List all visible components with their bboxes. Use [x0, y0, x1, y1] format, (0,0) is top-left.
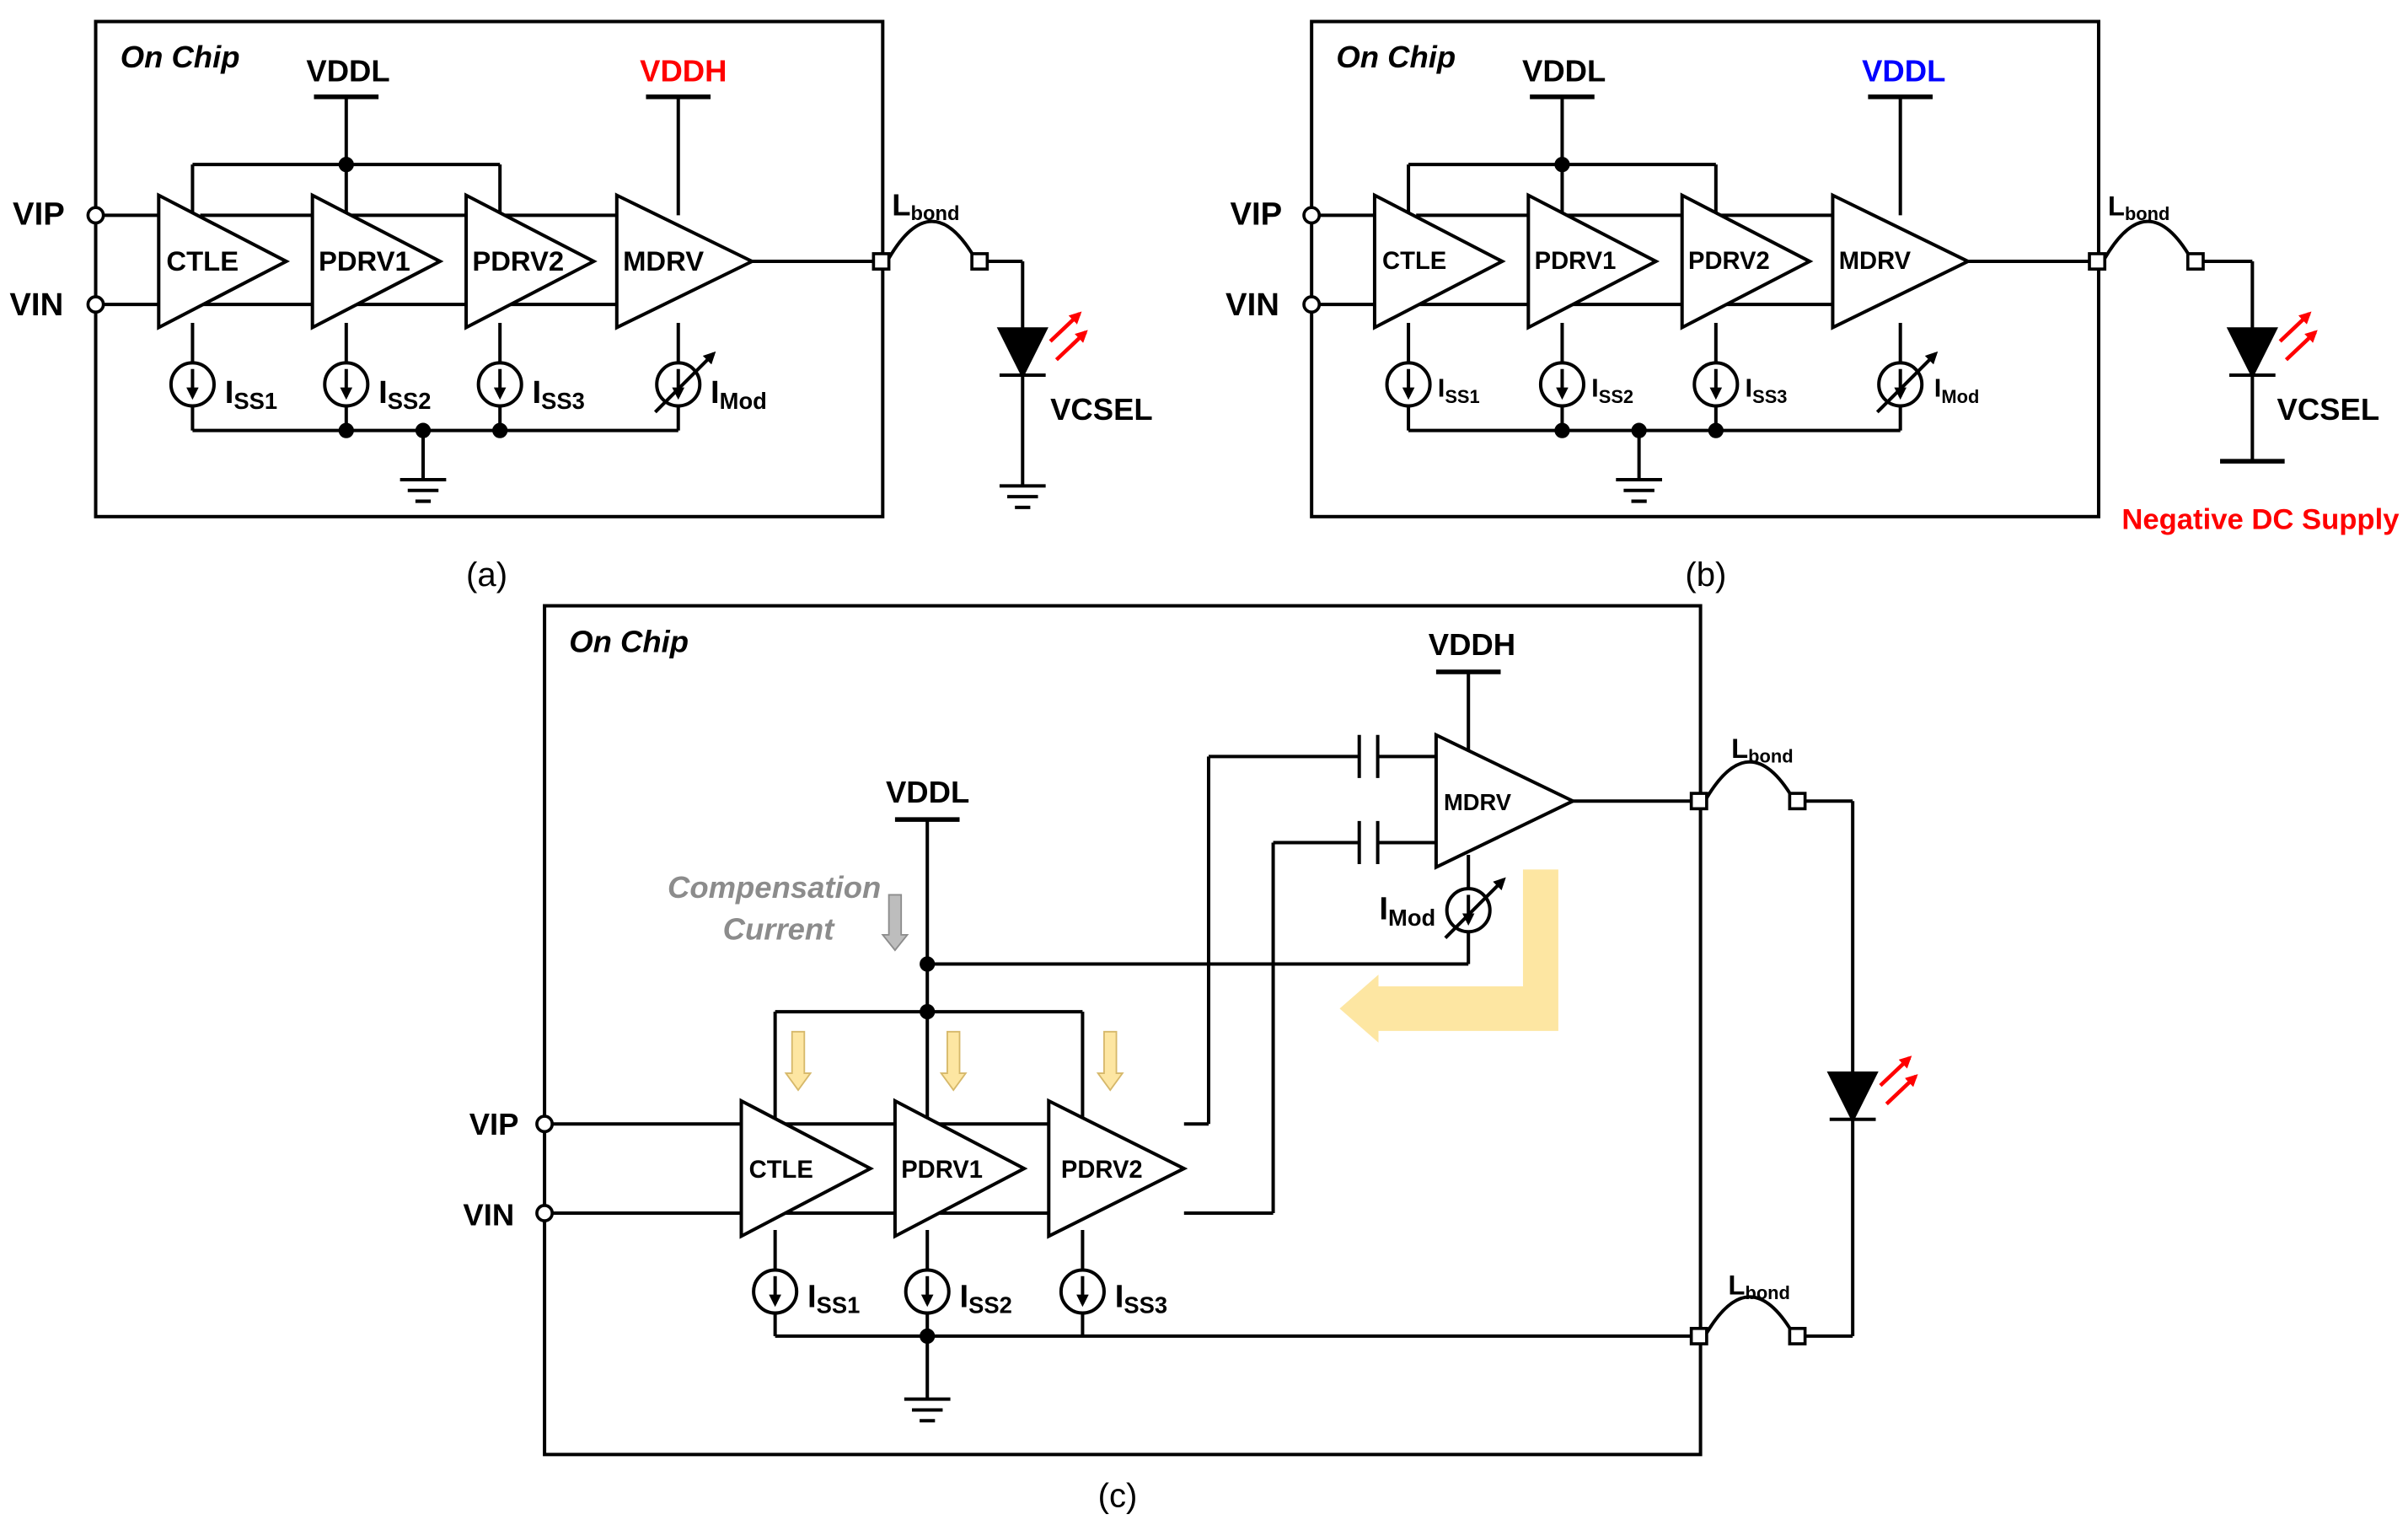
pdrv2-label-a: PDRV2 [472, 245, 564, 277]
vddh-label-a: VDDH [640, 54, 727, 89]
lbond-label-a: Lbond [892, 187, 959, 224]
supply-current-arrow-2 [939, 1030, 968, 1092]
vddl-label-b: VDDL [1522, 54, 1606, 89]
panel-c [543, 604, 1879, 1457]
panel-a-caption: (a) [466, 556, 507, 593]
vcsel-label-b: VCSEL [2277, 392, 2380, 427]
pdrv1-label-a: PDRV1 [319, 245, 410, 277]
on-chip-label-b: On Chip [1336, 40, 1456, 74]
pdrv2-label-c: PDRV2 [1061, 1157, 1143, 1184]
imod-label-b: IMod [1934, 373, 1980, 407]
lbond-bottom-label-c: Lbond [1728, 1270, 1789, 1303]
chip-boundary-c [543, 604, 1703, 1457]
panel-a [94, 19, 1048, 518]
pdrv1-label-b: PDRV1 [1535, 248, 1617, 275]
negative-dc-supply-label: Negative DC Supply [2121, 503, 2400, 535]
vddl-label-c: VDDL [886, 775, 969, 809]
iss3-label-a: ISS3 [532, 374, 584, 414]
vddh-label-c: VDDH [1429, 627, 1515, 662]
vin-label-b: VIN [1225, 287, 1279, 323]
lbond-top-label-c: Lbond [1731, 733, 1794, 766]
panel-b-marks [1302, 157, 2318, 438]
pdrv1-label-c: PDRV1 [901, 1157, 983, 1184]
vin-label-a: VIN [9, 287, 63, 323]
mdrv-label-b: MDRV [1839, 248, 1912, 275]
vcsel-label-a: VCSEL [1050, 392, 1153, 427]
panel-c-marks [535, 792, 1918, 1345]
on-chip-label-a: On Chip [121, 40, 240, 74]
vip-label-b: VIP [1231, 196, 1283, 232]
imod-label-c: IMod [1379, 891, 1435, 931]
vip-label-c: VIP [469, 1107, 519, 1141]
compensation-label: Compensation [668, 870, 881, 905]
pdrv2-label-b: PDRV2 [1688, 248, 1770, 275]
vddl-blue-label-b: VDDL [1862, 54, 1945, 89]
vin-label-c: VIN [463, 1198, 514, 1233]
panel-b [1310, 19, 2285, 518]
on-chip-label-c: On Chip [569, 624, 689, 658]
iss3-label-c: ISS3 [1115, 1278, 1167, 1318]
imod-label-a: IMod [711, 374, 767, 414]
panel-c-caption: (c) [1098, 1476, 1138, 1514]
panel-a-marks [86, 157, 1088, 438]
iss1-label-b: ISS1 [1438, 373, 1480, 407]
vddl-label-a: VDDL [306, 54, 389, 89]
panel-b-caption: (b) [1685, 556, 1726, 593]
ctle-label-c: CTLE [749, 1157, 813, 1184]
current-label: Current [723, 911, 836, 946]
supply-current-arrow-1 [784, 1030, 812, 1092]
mdrv-label-c: MDRV [1444, 789, 1512, 815]
panel-c-text: On Chip VDDL VDDH Compensation Current V… [463, 624, 1793, 1514]
panel-b-text: On Chip VDDL VDDL VIP VIN CTLE PDRV1 PDR… [1225, 40, 2400, 593]
iss2-label-b: ISS2 [1591, 373, 1633, 407]
iss2-label-c: ISS2 [960, 1278, 1012, 1318]
ctle-label-a: CTLE [166, 245, 239, 277]
panel-a-text: On Chip VDDL VDDH VIP VIN CTLE PDRV1 PDR… [9, 40, 1152, 593]
iss1-label-c: ISS1 [807, 1278, 860, 1318]
mdrv-label-a: MDRV [623, 245, 704, 277]
ctle-label-b: CTLE [1382, 248, 1446, 275]
lbond-label-b: Lbond [2108, 190, 2170, 223]
iss3-label-b: ISS3 [1745, 373, 1787, 407]
supply-current-arrow-3 [1096, 1030, 1124, 1092]
vip-label-a: VIP [13, 196, 65, 232]
compensation-current-arrow [881, 894, 909, 952]
iss2-label-a: ISS2 [378, 374, 431, 414]
modulation-current-arrow [1339, 869, 1558, 1043]
iss1-label-a: ISS1 [225, 374, 277, 414]
